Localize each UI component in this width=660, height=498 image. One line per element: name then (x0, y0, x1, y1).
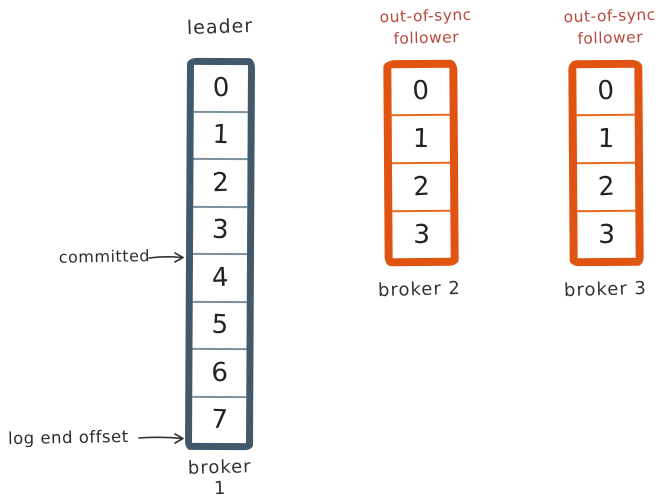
leader-log-cell: 3 (193, 205, 248, 254)
follower-title-line2: follower (577, 27, 644, 48)
log-end-offset-label: log end offset (7, 426, 129, 449)
arrow-head (174, 433, 184, 444)
offset-value: 0 (411, 75, 430, 107)
arrow-head (174, 252, 184, 263)
offset-value: 6 (210, 357, 229, 389)
follower-title-line1: out-of-sync (379, 5, 472, 27)
offset-value: 0 (596, 75, 615, 107)
follower2-title: out-of-sync follower (555, 5, 660, 51)
leader-log-cell: 6 (192, 347, 247, 396)
offset-value: 4 (210, 262, 229, 294)
leader-log-cell: 2 (193, 157, 248, 206)
committed-arrow (148, 252, 184, 263)
leader-log-cell: 4 (192, 252, 248, 301)
follower1-log-cell: 3 (392, 209, 451, 259)
arrow-line (148, 256, 182, 259)
offset-value: 2 (211, 167, 230, 199)
broker2-label: broker 2 (377, 277, 462, 302)
follower2-log-cell: 2 (576, 161, 636, 211)
offset-value: 2 (597, 171, 616, 203)
follower2-log-cell: 0 (576, 68, 634, 114)
offset-value: 1 (211, 119, 230, 151)
offset-value: 1 (597, 123, 615, 155)
follower-title-line2: follower (393, 27, 460, 48)
follower2-log-cell: 1 (576, 113, 635, 163)
follower-title-line1: out-of-sync (563, 5, 656, 27)
follower1-log-cell: 2 (391, 161, 451, 211)
arrow-line (138, 436, 182, 440)
leader-log-cell: 0 (194, 65, 248, 111)
offset-value: 5 (210, 309, 229, 341)
leader-log: 0 1 2 3 4 5 6 7 (184, 57, 256, 451)
follower1-log-cell: 0 (391, 68, 449, 114)
offset-value: 2 (412, 171, 431, 203)
follower1-log: 0 1 2 3 (383, 59, 459, 267)
follower2-log-cell: 3 (577, 209, 636, 259)
follower1-log-cell: 1 (391, 113, 450, 163)
broker3-label: broker 3 (563, 277, 648, 302)
offset-value: 1 (412, 123, 430, 155)
leader-log-cell: 5 (192, 300, 247, 349)
offset-value: 3 (412, 219, 431, 251)
leader-title: leader (186, 14, 254, 40)
follower1-title: out-of-sync follower (369, 5, 482, 51)
leader-log-cell: 1 (193, 110, 248, 159)
broker1-label: broker 1 (187, 456, 252, 498)
follower2-log: 0 1 2 3 (568, 59, 644, 267)
committed-label: committed (58, 246, 151, 267)
offset-value: 0 (211, 72, 230, 104)
log-end-offset-arrow (138, 433, 184, 444)
offset-value: 3 (597, 219, 616, 251)
offset-value: 7 (210, 404, 228, 436)
leader-log-cell: 7 (192, 395, 247, 444)
offset-value: 3 (211, 214, 229, 246)
